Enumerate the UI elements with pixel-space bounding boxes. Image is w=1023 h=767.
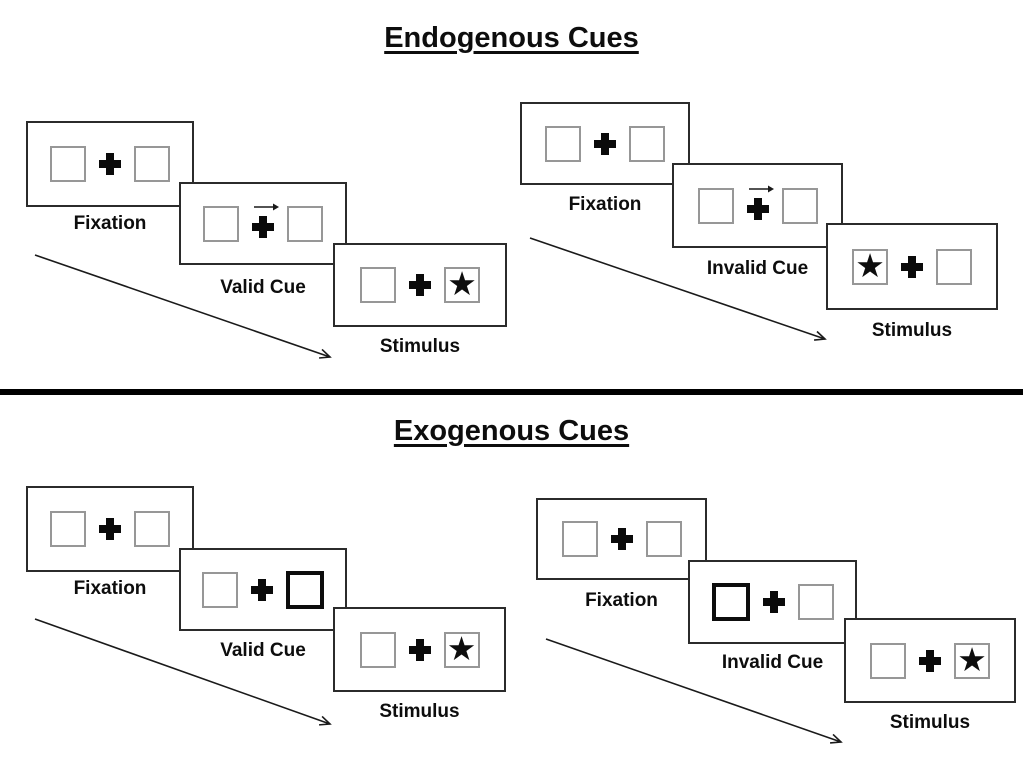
star-icon: ★ (855, 245, 885, 285)
right-box (629, 125, 665, 162)
section-divider (0, 389, 1023, 395)
panel-label: Stimulus (379, 336, 461, 357)
right-box (936, 248, 972, 285)
left-box (870, 642, 906, 679)
stimulus-panel: ★ (333, 607, 506, 692)
fixation-panel (26, 121, 194, 207)
panel-label: Fixation (568, 194, 642, 215)
fixation-panel (536, 498, 707, 580)
left-box-cue-highlight (711, 583, 750, 621)
fixation-panel (26, 486, 194, 572)
right-box (645, 521, 682, 557)
stimulus-panel: ★ (844, 618, 1016, 703)
fixation-cross-icon (251, 578, 273, 601)
fixation-cross-icon (919, 649, 941, 672)
fixation-panel (520, 102, 690, 185)
panel-label: Valid Cue (220, 640, 306, 661)
section-title-exogenous: Exogenous Cues (393, 415, 630, 447)
panel-label: Invalid Cue (721, 652, 824, 673)
section-title-endogenous: Endogenous Cues (384, 22, 639, 54)
panel-label: Fixation (73, 213, 147, 234)
right-box-cue-highlight (286, 570, 324, 609)
sequence-arrow (34, 254, 332, 359)
right-box (134, 511, 170, 547)
stimulus-panel: ★ (826, 223, 998, 310)
panel-label: Fixation (73, 578, 147, 599)
fixation-cross-icon (99, 518, 121, 540)
star-icon: ★ (446, 628, 477, 668)
fixation-cross-icon (901, 255, 923, 278)
star-icon: ★ (957, 639, 987, 679)
right-box (797, 584, 834, 620)
fixation-cross-icon (99, 153, 121, 175)
sequence-arrow (34, 618, 332, 726)
right-box: ★ (444, 267, 480, 303)
fixation-cross-icon (762, 591, 785, 613)
fixation-cross-icon (409, 274, 431, 296)
fixation-cross-icon (746, 185, 774, 220)
invalid-cue-panel (688, 560, 857, 644)
left-box (360, 267, 396, 303)
left-box (50, 146, 86, 182)
left-box (50, 511, 86, 547)
left-box (202, 571, 238, 608)
fixation-cross-icon (610, 528, 633, 550)
right-box: ★ (443, 628, 480, 668)
valid-cue-panel (179, 182, 347, 265)
panel-label: Stimulus (379, 701, 460, 722)
fixation-cross-icon (408, 638, 431, 661)
right-box (287, 205, 323, 242)
panel-label: Valid Cue (220, 277, 306, 298)
left-box (561, 521, 598, 557)
left-box (203, 205, 239, 242)
left-box: ★ (852, 245, 888, 285)
invalid-cue-panel (672, 163, 843, 248)
star-icon: ★ (447, 264, 477, 303)
right-box (781, 187, 818, 224)
sequence-arrow (545, 638, 843, 744)
left-box (545, 125, 581, 162)
panel-label: Stimulus (871, 320, 953, 341)
left-box (359, 631, 396, 668)
panel-label: Stimulus (889, 712, 971, 733)
fixation-cross-icon (252, 203, 279, 238)
left-box (697, 187, 734, 224)
stimulus-panel: ★ (333, 243, 507, 327)
panel-label: Fixation (585, 590, 658, 611)
fixation-cross-icon (594, 132, 616, 155)
right-arrow-cue-icon (748, 185, 774, 192)
right-arrow-cue-icon (254, 203, 279, 210)
right-box: ★ (954, 639, 990, 679)
panel-label: Invalid Cue (706, 258, 809, 279)
sequence-arrow (529, 237, 827, 341)
right-box (134, 146, 170, 182)
valid-cue-panel (179, 548, 347, 631)
